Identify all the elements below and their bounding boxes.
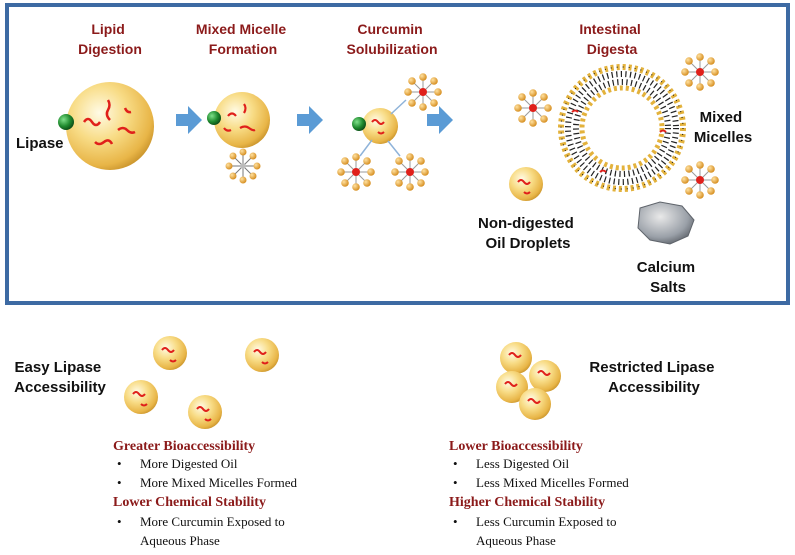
right-heading-stability: Higher Chemical Stability [449,495,605,510]
lipase-enzyme-icon [58,114,74,130]
dispersed-droplet [153,336,187,370]
stage-title-intestinal-digesta: Intestinal Digesta [579,21,644,57]
left-heading-stability: Lower Chemical Stability [113,495,266,510]
left-bullet-text-cont: Aqueous Phase [140,533,220,548]
right-bullet: • [453,475,458,490]
dispersed-droplet [124,380,158,414]
process-arrow-icon [427,106,453,134]
aggregated-droplet [496,371,528,403]
right-bullet-text: Less Digested Oil [476,456,570,471]
stage-title-mixed-micelle-formation: Mixed Micelle Formation [196,21,290,57]
restricted-lipase-accessibility-title: Restricted Lipase Accessibility [589,359,718,396]
left-bullet-text: More Digested Oil [140,456,238,471]
curcumin-loaded-micelle-icon [681,161,719,199]
right-bullet-text: Less Mixed Micelles Formed [476,475,629,490]
left-bullet: • [117,475,122,490]
aggregated-droplet [529,360,561,392]
right-heading-bioaccessibility: Lower Bioaccessibility [449,439,583,454]
lipase-label: Lipase [16,135,64,152]
aggregated-droplet [500,342,532,374]
easy-lipase-accessibility-title: Easy Lipase Accessibility [14,359,106,396]
stage-title-curcumin-solubilization: Curcumin Solubilization [347,21,438,57]
mixed-micelles-label: Mixed Micelles [694,109,752,146]
calcium-salt-crystal-icon [637,201,695,245]
left-heading-bioaccessibility: Greater Bioaccessibility [113,439,255,454]
medium-oil-droplet [214,92,270,148]
curcumin-loaded-micelle-icon [391,153,429,191]
dispersed-droplet [245,338,279,372]
lipase-enzyme-icon [207,111,221,125]
stage-title-lipid-digestion: Lipid Digestion [78,21,142,57]
curcumin-loaded-micelle-icon [337,153,375,191]
left-bullet: • [117,514,122,529]
top-panel-frame [5,3,790,305]
process-arrow-icon [176,106,202,134]
dispersed-droplet [188,395,222,429]
left-bullet-text: More Curcumin Exposed to [140,514,285,529]
vesicle-bilayer [558,64,686,192]
process-arrow-icon [297,106,323,134]
large-oil-droplet [66,82,154,170]
calcium-salts-label: Calcium Salts [637,259,700,296]
mixed-micelle-icon [225,148,261,184]
right-bullet-text: Less Curcumin Exposed to [476,514,616,529]
curcumin-loaded-micelle-icon [681,53,719,91]
right-bullet: • [453,456,458,471]
left-bullet: • [117,456,122,471]
right-bullet-text-cont: Aqueous Phase [476,533,556,548]
non-digested-oil-droplet [509,167,543,201]
curcumin-loaded-micelle-icon [514,89,552,127]
aggregated-droplet [519,388,551,420]
curcumin-loaded-micelle-icon [404,73,442,111]
lipase-enzyme-icon [352,117,366,131]
non-digested-oil-label: Non-digested Oil Droplets [478,215,578,252]
small-oil-droplet [362,108,398,144]
left-bullet-text: More Mixed Micelles Formed [140,475,298,490]
right-bullet: • [453,514,458,529]
